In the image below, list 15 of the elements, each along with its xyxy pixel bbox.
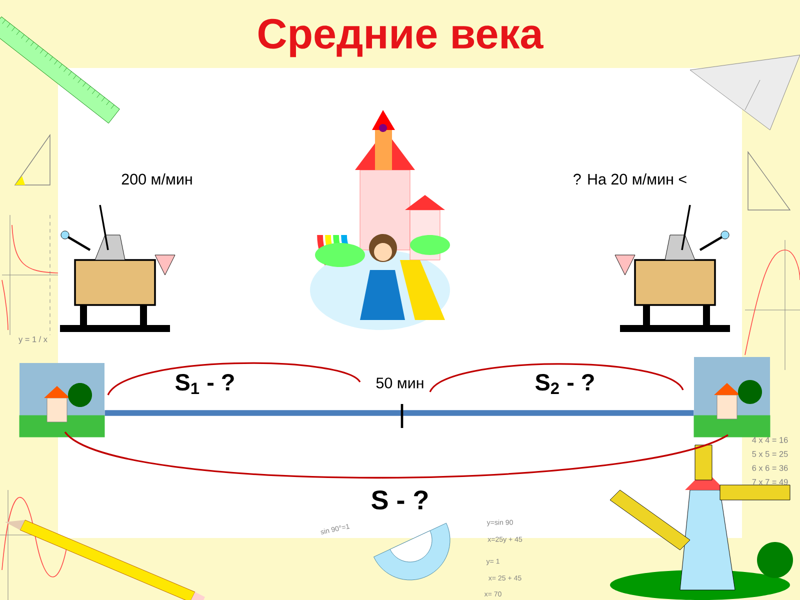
formula-text: 7 x 7 = 49 [752, 479, 788, 485]
formula-text: 5 x 5 = 25 [752, 451, 788, 457]
formula-text: 4 x 4 = 16 [752, 437, 788, 443]
road-line [104, 410, 694, 416]
distance-label: S$_{1}$ - ? [175, 374, 234, 394]
formula-text: y = 1 / x [18, 336, 48, 344]
title: Средние века [258, 18, 544, 58]
distance-label: S$_{2}$ - ? [535, 374, 594, 394]
time-label: 50 мин [376, 378, 424, 388]
speed-label: 200 м/мин [122, 173, 192, 185]
distance-label: S - ? [372, 490, 428, 510]
house-picture [19, 363, 105, 438]
speed-question: ? На 20 м/мин < [574, 173, 686, 185]
house-picture [694, 357, 770, 438]
formula-text: 6 x 6 = 36 [752, 465, 788, 471]
